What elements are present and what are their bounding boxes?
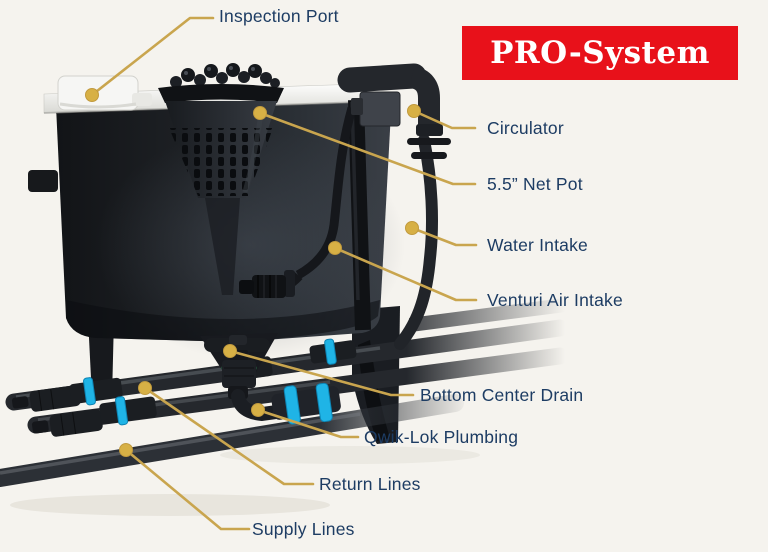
venturi-nozzle — [239, 275, 286, 298]
label-inspection-port: Inspection Port — [219, 6, 339, 26]
label-circulator: Circulator — [487, 118, 564, 138]
label-net-pot: 5.5” Net Pot — [487, 174, 583, 194]
circulator-assembly — [337, 63, 451, 159]
leader-supply-lines — [124, 448, 251, 531]
leader-qwik-lok-plumbing — [256, 408, 360, 439]
label-venturi-air-intake: Venturi Air Intake — [487, 290, 623, 310]
inner-standpipe — [348, 99, 371, 331]
inspection-port-cap — [57, 75, 152, 111]
label-bottom-center-drain: Bottom Center Drain — [420, 385, 584, 405]
leader-lines — [85, 16, 478, 531]
clay-pebbles — [170, 63, 280, 88]
pro-system-banner: PRO-System — [462, 26, 738, 80]
ground-shadows — [10, 446, 480, 516]
qwik-lok-tee — [271, 382, 341, 425]
leader-net-pot — [258, 111, 477, 186]
venturi-air-intake-assembly — [239, 106, 357, 298]
leader-water-intake — [410, 226, 478, 247]
net-pot — [158, 63, 284, 295]
label-supply-lines: Supply Lines — [252, 519, 355, 539]
tank-body — [28, 93, 405, 360]
rear-pipes — [409, 298, 566, 332]
leader-venturi-air-intake — [333, 246, 478, 302]
leader-inspection-port — [90, 16, 215, 97]
label-return-lines: Return Lines — [319, 474, 421, 494]
label-qwik-lok-plumbing: Qwik-Lok Plumbing — [364, 427, 519, 447]
leader-bottom-center-drain — [228, 349, 415, 397]
label-water-intake: Water Intake — [487, 235, 588, 255]
leader-return-lines — [143, 386, 315, 486]
leader-circulator — [412, 109, 477, 130]
